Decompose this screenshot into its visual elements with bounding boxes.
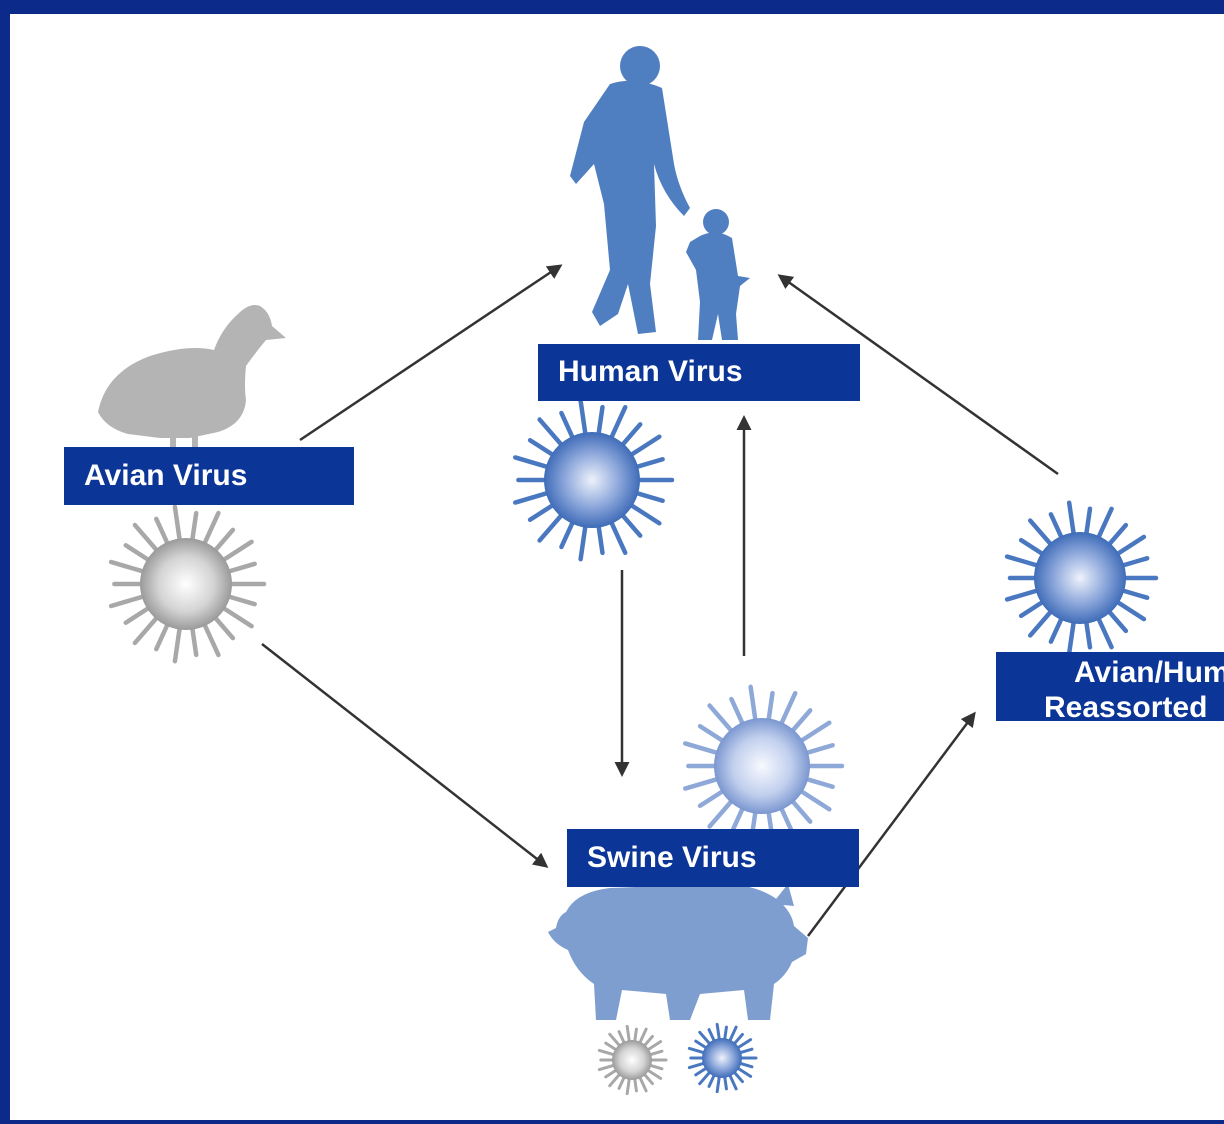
reassorted-virus-particle-icon <box>1004 500 1159 656</box>
avian-virus-particle-icon <box>108 504 267 664</box>
swine-gray-small-virus-icon <box>597 1024 668 1096</box>
arrow-avian-to-swine <box>261 643 549 868</box>
swine-light-virus-particle-icon <box>682 684 845 848</box>
label-human-virus: Human Virus <box>538 344 860 401</box>
arrow-reassorted-to-human <box>777 274 1059 476</box>
pig-silhouette-icon <box>548 883 808 1020</box>
human-silhouette-icon <box>570 46 750 340</box>
label-avian-virus: Avian Virus <box>64 447 354 505</box>
diagram-panel: Human Virus Avian Virus Swine Virus Avia… <box>10 14 1224 1120</box>
arrow-swine-to-reassorted <box>806 711 976 937</box>
duck-silhouette-icon <box>98 305 286 460</box>
transmission-arrows <box>261 264 1059 937</box>
arrow-avian-to-human <box>299 264 563 442</box>
reassorted-line-1: Avian/Human <box>1074 656 1224 689</box>
label-swine-virus: Swine Virus <box>567 829 859 887</box>
transmission-diagram <box>98 46 1159 1096</box>
human-virus-particle-icon <box>512 398 675 562</box>
reassorted-line-2: Reassorted <box>1044 690 1208 724</box>
swine-blue-small-virus-icon <box>687 1022 758 1094</box>
label-avian-human-reassorted: Avian/Human Reassorted <box>996 652 1224 724</box>
